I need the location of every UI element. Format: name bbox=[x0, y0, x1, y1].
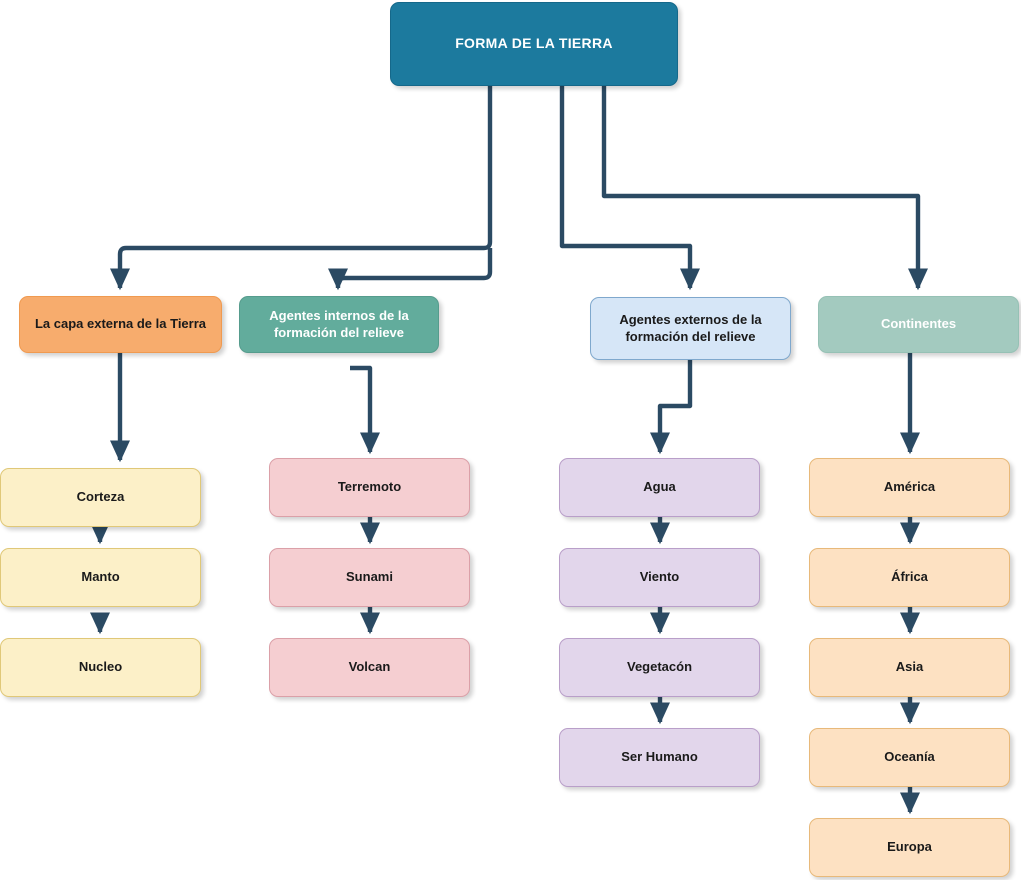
node-nucleo-label: Nucleo bbox=[78, 659, 123, 675]
edge-root-to-agentes-externos bbox=[559, 86, 701, 291]
node-agentes-externos-label: Agentes externos de la formación del rel… bbox=[619, 312, 762, 344]
node-viento[interactable]: Viento bbox=[559, 548, 760, 607]
node-capa-externa-label: La capa externa de la Tierra bbox=[34, 316, 207, 332]
node-ser-humano[interactable]: Ser Humano bbox=[559, 728, 760, 787]
node-manto[interactable]: Manto bbox=[0, 548, 201, 607]
node-root-label: FORMA DE LA TIERRA bbox=[455, 35, 613, 52]
node-sunami-label: Sunami bbox=[346, 569, 393, 585]
node-europa-label: Europa bbox=[887, 839, 932, 855]
node-ser-humano-label: Ser Humano bbox=[621, 749, 698, 765]
node-vegetacion[interactable]: Vegetacón bbox=[559, 638, 760, 697]
node-corteza-label: Corteza bbox=[76, 489, 125, 505]
node-asia-label: Asia bbox=[895, 659, 924, 675]
node-asia[interactable]: Asia bbox=[809, 638, 1010, 697]
node-agentes-internos-label: Agentes internos de la formación del rel… bbox=[269, 308, 409, 340]
edge-agentes-externos-to-agua bbox=[649, 360, 693, 455]
node-agua-label: Agua bbox=[643, 479, 676, 495]
node-oceania-label: Oceanía bbox=[884, 749, 935, 765]
edge-root-to-capa-externa bbox=[109, 86, 493, 291]
node-africa-label: África bbox=[891, 569, 928, 585]
edge-root-to-continentes bbox=[601, 86, 929, 291]
node-america-label: América bbox=[883, 479, 936, 495]
node-america[interactable]: América bbox=[809, 458, 1010, 517]
node-agua[interactable]: Agua bbox=[559, 458, 760, 517]
node-volcan[interactable]: Volcan bbox=[269, 638, 470, 697]
node-capa-externa[interactable]: La capa externa de la Tierra bbox=[19, 296, 222, 353]
node-viento-label: Viento bbox=[639, 569, 680, 585]
node-nucleo[interactable]: Nucleo bbox=[0, 638, 201, 697]
node-agentes-internos[interactable]: Agentes internos de la formación del rel… bbox=[239, 296, 439, 353]
node-manto-label: Manto bbox=[81, 569, 120, 585]
node-europa[interactable]: Europa bbox=[809, 818, 1010, 877]
node-continentes[interactable]: Continentes bbox=[818, 296, 1019, 353]
node-volcan-label: Volcan bbox=[348, 659, 391, 675]
node-terremoto-label: Terremoto bbox=[337, 479, 402, 495]
edge-root-to-agentes-internos bbox=[327, 248, 493, 291]
node-terremoto[interactable]: Terremoto bbox=[269, 458, 470, 517]
edge-agentes-internos-to-terremoto bbox=[350, 365, 381, 455]
node-agentes-externos[interactable]: Agentes externos de la formación del rel… bbox=[590, 297, 791, 360]
node-root[interactable]: FORMA DE LA TIERRA bbox=[390, 2, 678, 86]
node-sunami[interactable]: Sunami bbox=[269, 548, 470, 607]
node-oceania[interactable]: Oceanía bbox=[809, 728, 1010, 787]
node-continentes-label: Continentes bbox=[880, 316, 957, 332]
node-africa[interactable]: África bbox=[809, 548, 1010, 607]
node-corteza[interactable]: Corteza bbox=[0, 468, 201, 527]
node-vegetacion-label: Vegetacón bbox=[626, 659, 693, 675]
